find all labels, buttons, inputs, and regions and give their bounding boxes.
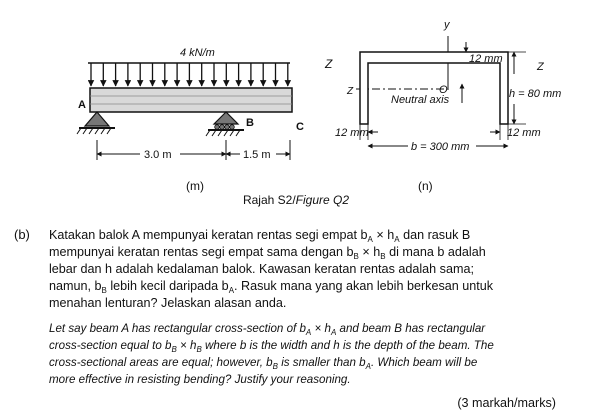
subscript: B bbox=[196, 345, 202, 354]
text-segment: cross-section equal to b bbox=[49, 339, 172, 352]
subscript: A bbox=[228, 286, 235, 295]
load-label: 4 kN/m bbox=[180, 47, 215, 59]
text-segment: cross-sectional areas are equal; however… bbox=[49, 356, 273, 369]
roller-support-b-icon bbox=[205, 111, 244, 137]
subscript: A bbox=[367, 235, 373, 244]
pin-support-a-icon bbox=[76, 111, 115, 135]
figure-q2: 4 kN/m A B C 3.0 m bbox=[76, 19, 561, 193]
beam bbox=[89, 87, 293, 113]
question-text-malay: Katakan balok A mempunyai keratan rentas… bbox=[49, 227, 559, 312]
text-segment: mempunyai keratan rentas segi empat sama… bbox=[49, 245, 354, 259]
beam-diagram: 4 kN/m A B C 3.0 m bbox=[76, 47, 304, 193]
width-label: b = 300 mm bbox=[411, 141, 469, 153]
subscript: A bbox=[330, 328, 337, 337]
subscript: B bbox=[353, 252, 359, 261]
text-segment: lebar dan h adalah kedalaman balok. Kawa… bbox=[49, 262, 474, 276]
subscript: B bbox=[380, 252, 386, 261]
english-text-line: cross-sectional areas are equal; however… bbox=[49, 354, 559, 371]
axis-z-right-label: Z bbox=[536, 61, 545, 73]
flange-left-label: 12 mm bbox=[335, 127, 369, 139]
marks-label: (3 markah/marks) bbox=[457, 396, 556, 410]
malay-text-line: namun, bB lebih kecil daripada bA. Rasuk… bbox=[49, 278, 559, 295]
caption-english: Figure Q2 bbox=[295, 193, 350, 207]
figure-caption: Rajah S2/Figure Q2 bbox=[0, 193, 592, 207]
text-segment: more effective in resisting bending? Jus… bbox=[49, 373, 351, 386]
subscript: A bbox=[365, 362, 371, 371]
text-segment: × h bbox=[176, 339, 197, 352]
point-b-label: B bbox=[246, 117, 254, 129]
subscript: B bbox=[171, 345, 177, 354]
malay-text-line: lebar dan h adalah kedalaman balok. Kawa… bbox=[49, 261, 559, 278]
text-segment: Let say beam A has rectangular cross-sec… bbox=[49, 322, 306, 335]
caption-malay: Rajah S2/ bbox=[242, 193, 296, 207]
text-segment: is smaller than b bbox=[277, 356, 366, 369]
english-text-line: cross-section equal to bB × hB where b i… bbox=[49, 337, 559, 354]
axis-z-left-label: Z bbox=[324, 57, 333, 71]
text-segment: and beam B has rectangular bbox=[336, 322, 486, 335]
english-text-line: Let say beam A has rectangular cross-sec… bbox=[49, 320, 559, 337]
text-segment: . Which beam will be bbox=[370, 356, 478, 369]
malay-text-line: menahan lenturan? Jelaskan alasan anda. bbox=[49, 295, 559, 312]
span-ab-label: 3.0 m bbox=[144, 149, 172, 161]
panel-n-label: (n) bbox=[418, 179, 433, 193]
subscript: B bbox=[272, 362, 278, 371]
malay-text-line: Katakan balok A mempunyai keratan rentas… bbox=[49, 227, 559, 244]
subscript: A bbox=[394, 235, 400, 244]
span-bc-label: 1.5 m bbox=[243, 149, 271, 161]
origin-label: O bbox=[439, 84, 448, 96]
axis-z-mid-label: Z bbox=[346, 86, 354, 97]
question-text-english: Let say beam A has rectangular cross-sec… bbox=[49, 320, 559, 388]
text-segment: × h bbox=[358, 245, 381, 259]
text-segment: namun, b bbox=[49, 279, 102, 293]
cross-section-diagram: y Z Z Z O Neutral axis 12 mm h = 80 mm 1… bbox=[324, 19, 561, 193]
english-text-line: more effective in resisting bending? Jus… bbox=[49, 371, 559, 388]
top-thickness-label: 12 mm bbox=[469, 53, 503, 65]
text-segment: dan rasuk B bbox=[399, 228, 471, 242]
neutral-axis-label: Neutral axis bbox=[391, 94, 450, 106]
point-a-label: A bbox=[78, 99, 86, 111]
subscript: A bbox=[305, 328, 312, 337]
text-segment: Katakan balok A mempunyai keratan rentas… bbox=[49, 228, 368, 242]
point-c-label: C bbox=[296, 121, 304, 133]
text-segment: where b is the width and h is the depth … bbox=[201, 339, 494, 352]
text-segment: menahan lenturan? Jelaskan alasan anda. bbox=[49, 296, 287, 310]
malay-text-line: mempunyai keratan rentas segi empat sama… bbox=[49, 244, 559, 261]
distributed-load-arrows bbox=[87, 63, 292, 87]
panel-m-label: (m) bbox=[186, 179, 204, 193]
question-label: (b) bbox=[14, 227, 30, 242]
subscript: B bbox=[101, 286, 107, 295]
text-segment: di mana b adalah bbox=[385, 245, 486, 259]
channel-section bbox=[359, 51, 509, 125]
flange-right-label: 12 mm bbox=[507, 127, 541, 139]
text-segment: × h bbox=[311, 322, 331, 335]
height-label: h = 80 mm bbox=[509, 88, 561, 100]
text-segment: × h bbox=[372, 228, 395, 242]
text-segment: . Rasuk mana yang akan lebih berkesan un… bbox=[234, 279, 494, 293]
text-segment: lebih kecil daripada b bbox=[106, 279, 229, 293]
axis-y-label: y bbox=[443, 19, 451, 31]
